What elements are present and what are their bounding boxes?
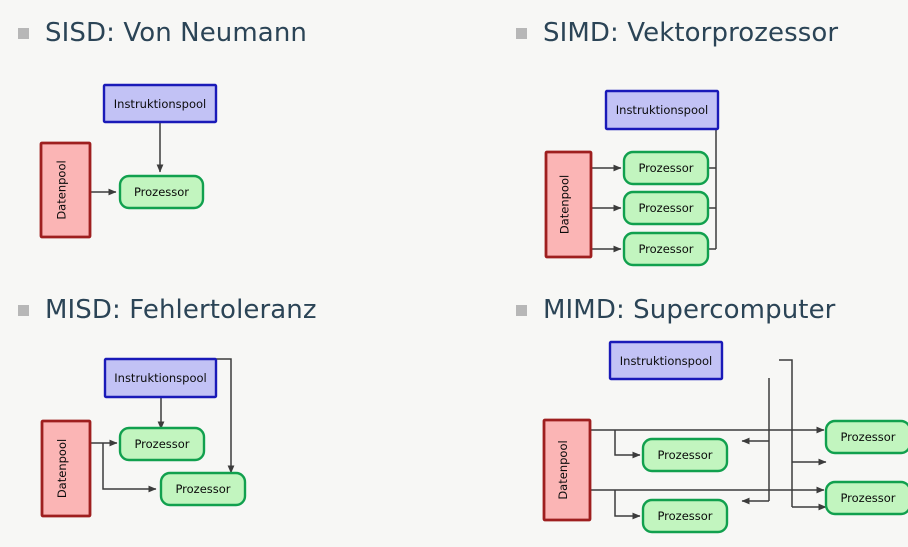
processor-label-2: Prozessor xyxy=(840,430,895,444)
quadrant-sisd: SISD: Von Neumann Instruktionspool Dat xyxy=(0,0,454,270)
bullet-simd: SIMD: Vektorprozessor xyxy=(516,18,838,48)
bullet-square-icon xyxy=(516,27,527,39)
data-pool-box xyxy=(544,150,593,259)
processor-label-1: Prozessor xyxy=(134,437,189,451)
processor-label-4: Prozessor xyxy=(840,491,895,505)
instruction-pool-label: Instruktionspool xyxy=(114,371,206,385)
data-pool-label: Datenpool xyxy=(55,160,69,219)
instruction-pool-label: Instruktionspool xyxy=(620,354,712,368)
bullet-sisd: SISD: Von Neumann xyxy=(18,18,307,48)
processor-box-1 xyxy=(622,150,710,186)
bullet-square-icon xyxy=(18,304,29,316)
processor-label-3: Prozessor xyxy=(638,242,693,256)
bullet-square-icon xyxy=(18,27,29,39)
arrow-data-to-processor-l2 xyxy=(614,490,641,520)
processor-label-1: Prozessor xyxy=(134,185,189,199)
processor-box-3 xyxy=(641,498,729,534)
arrow-data-to-processor-2 xyxy=(102,443,157,493)
processor-box-2 xyxy=(622,190,710,226)
instruction-pool-box xyxy=(604,89,720,131)
diagram-sisd: Instruktionspool Datenpool Prozessor xyxy=(0,0,454,270)
instruction-pool-box xyxy=(103,357,218,399)
bullet-misd: MISD: Fehlertoleranz xyxy=(18,295,317,325)
instruction-pool-label: Instruktionspool xyxy=(616,103,708,117)
diagram-mimd: Instruktionspool Datenpool Prozessor Pro… xyxy=(454,277,908,547)
diagram-svg-simd: Instruktionspool Datenpool Prozessor Pro… xyxy=(544,89,720,267)
data-pool-box xyxy=(40,419,92,518)
data-pool-label: Datenpool xyxy=(55,439,69,498)
instruction-pool-box xyxy=(608,340,724,381)
processor-box-1 xyxy=(118,426,206,462)
bullet-square-icon xyxy=(516,304,527,316)
processor-label-1: Prozessor xyxy=(657,448,712,462)
arrow-instruction-to-processor-2 xyxy=(216,358,235,474)
diagram-misd: Instruktionspool Datenpool Prozessor Pro… xyxy=(0,277,454,547)
quadrant-simd: SIMD: Vektorprozessor xyxy=(454,0,908,270)
processor-box-2 xyxy=(159,471,247,507)
processor-box-2 xyxy=(824,419,908,455)
quadrant-title-mimd: MIMD: Supercomputer xyxy=(543,295,836,325)
diagram-svg-misd: Instruktionspool Datenpool Prozessor Pro… xyxy=(40,357,247,518)
quadrant-title-sisd: SISD: Von Neumann xyxy=(45,18,307,48)
instruction-bus-right xyxy=(779,359,793,462)
processor-label-1: Prozessor xyxy=(638,161,693,175)
processor-label-3: Prozessor xyxy=(657,509,712,523)
instruction-pool-box xyxy=(102,83,218,124)
data-pool-label: Datenpool xyxy=(556,440,570,499)
processor-box-1 xyxy=(118,174,205,210)
processor-label-2: Prozessor xyxy=(175,482,230,496)
quadrant-mimd: MIMD: Supercomputer xyxy=(454,277,908,547)
arrow-data-to-processor-l1 xyxy=(614,430,641,459)
data-pool-box xyxy=(39,141,92,239)
instruction-pool-label: Instruktionspool xyxy=(114,97,206,111)
diagram-simd: Instruktionspool Datenpool Prozessor Pro… xyxy=(454,0,908,270)
processor-box-4 xyxy=(824,480,908,516)
quadrant-misd: MISD: Fehlertoleranz Instruk xyxy=(0,277,454,547)
bullet-mimd: MIMD: Supercomputer xyxy=(516,295,835,325)
data-pool-label: Datenpool xyxy=(558,175,572,234)
data-pool-box xyxy=(542,418,592,522)
processor-box-3 xyxy=(622,231,710,267)
diagram-svg-sisd: Instruktionspool Datenpool Prozessor xyxy=(39,83,218,239)
processor-label-2: Prozessor xyxy=(638,201,693,215)
quadrant-title-simd: SIMD: Vektorprozessor xyxy=(543,18,839,48)
diagram-svg-mimd: Instruktionspool Datenpool Prozessor Pro… xyxy=(542,340,908,534)
processor-box-1 xyxy=(641,437,729,473)
quadrant-title-misd: MISD: Fehlertoleranz xyxy=(45,295,317,325)
